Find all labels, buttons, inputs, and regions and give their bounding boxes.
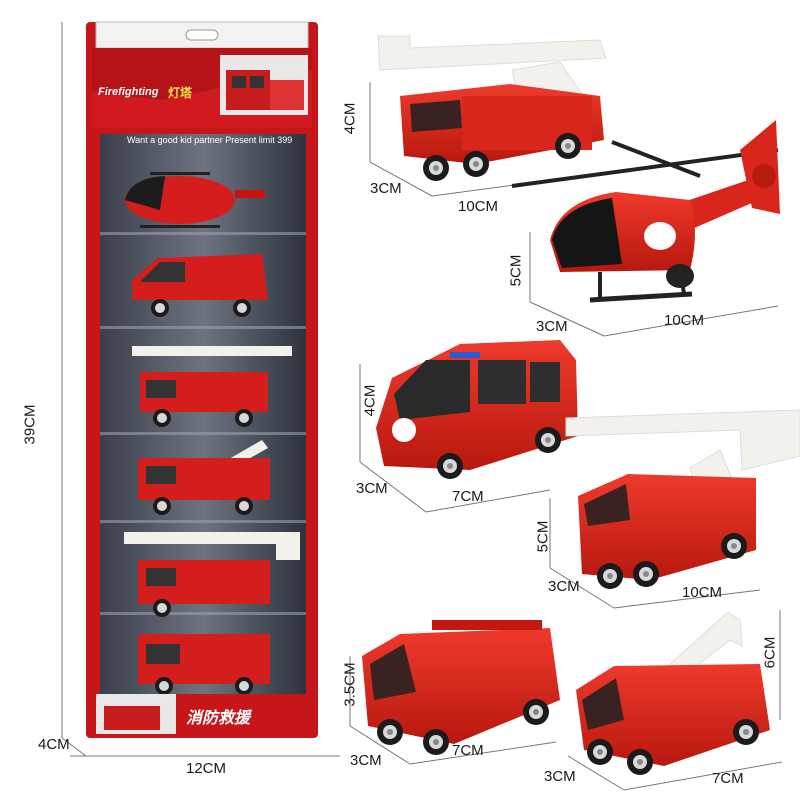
box-brand-latin: Firefighting xyxy=(98,86,159,98)
crane-truck-depth-label: 3CM xyxy=(544,768,576,785)
box-ladder-truck xyxy=(132,346,292,427)
platform-truck xyxy=(565,409,800,589)
crane-truck-length-label: 7CM xyxy=(712,770,744,787)
box-platform-truck xyxy=(124,532,300,617)
helicopter xyxy=(511,120,780,303)
van-length-label: 7CM xyxy=(452,488,484,505)
helicopter-dimension-lines xyxy=(529,232,779,337)
water-truck-height-label: 3.5CM xyxy=(341,662,359,707)
box-helicopter xyxy=(125,172,265,228)
van-depth-label: 3CM xyxy=(356,480,388,497)
van xyxy=(376,340,578,479)
crane-truck-height-label: 6CM xyxy=(761,636,779,669)
ladder-truck-length-label: 10CM xyxy=(458,198,499,215)
helicopter-length-label: 10CM xyxy=(664,312,705,329)
platform-truck-dimension-lines xyxy=(549,498,761,609)
crane-truck xyxy=(576,611,770,775)
helicopter-height-label: 5CM xyxy=(507,254,525,287)
platform-truck-length-label: 10CM xyxy=(682,584,723,601)
box-height-label: 39CM xyxy=(21,404,39,445)
water-truck-dimension-lines xyxy=(349,656,557,765)
box-water-truck xyxy=(138,634,270,695)
box-brand-cn: 灯塔 xyxy=(168,86,193,100)
water-truck-length-label: 7CM xyxy=(452,742,484,759)
box-van xyxy=(132,254,268,317)
platform-truck-depth-label: 3CM xyxy=(548,578,580,595)
box-width-label: 12CM xyxy=(186,760,227,777)
toy-box xyxy=(86,21,318,738)
water-truck-depth-label: 3CM xyxy=(350,752,382,769)
ladder-truck xyxy=(377,35,607,181)
ladder-truck-height-label: 4CM xyxy=(341,102,359,135)
box-bottom-title: 消防救援 xyxy=(186,710,251,727)
platform-truck-height-label: 5CM xyxy=(534,520,552,553)
van-height-label: 4CM xyxy=(361,384,379,417)
box-crane-truck xyxy=(138,440,270,515)
van-dimension-lines xyxy=(359,364,551,513)
helicopter-depth-label: 3CM xyxy=(536,318,568,335)
box-depth-label: 4CM xyxy=(38,736,70,753)
water-truck xyxy=(362,620,560,755)
box-dimension-lines xyxy=(61,22,340,757)
crane-truck-dimension-lines xyxy=(567,610,783,791)
box-tagline: Want a good kid partner Present limit 39… xyxy=(127,135,293,145)
ladder-truck-depth-label: 3CM xyxy=(370,180,402,197)
